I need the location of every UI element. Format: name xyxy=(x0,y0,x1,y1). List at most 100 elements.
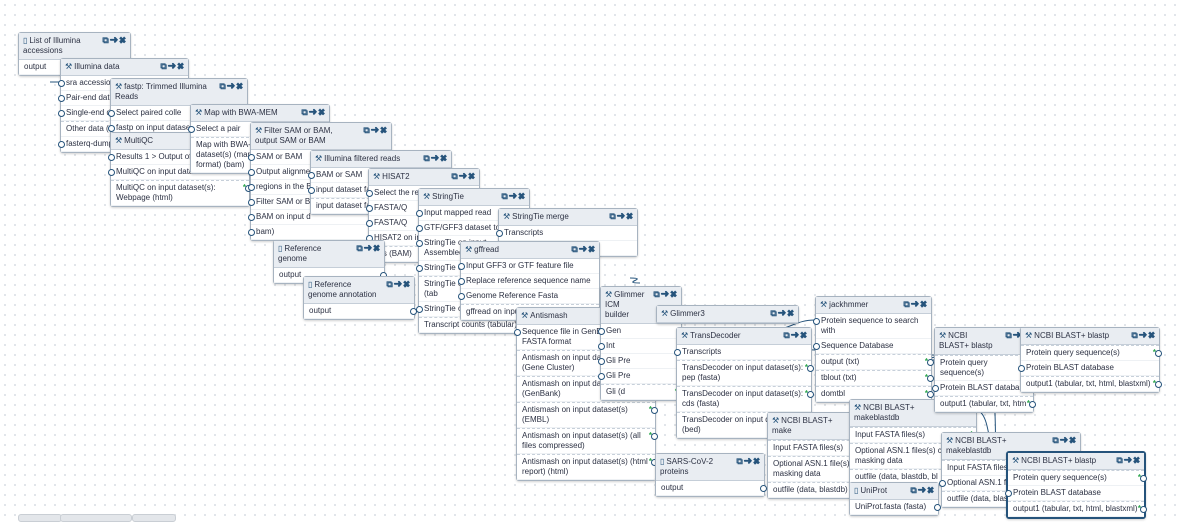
node-header[interactable]: ▯Reference genome annotation⧉➜✖ xyxy=(304,277,414,304)
copy-icon[interactable]: ⧉ xyxy=(783,330,791,340)
node-header[interactable]: ⚒Glimmer3⧉➜✖ xyxy=(657,306,798,323)
close-icon[interactable]: ✖ xyxy=(119,35,127,45)
copy-icon[interactable]: ⧉ xyxy=(910,485,918,495)
arrow-right-icon[interactable]: ➜ xyxy=(226,81,237,91)
input-connector[interactable] xyxy=(813,343,820,350)
output-connector[interactable] xyxy=(651,433,658,440)
node-header[interactable]: ⚒StringTie⧉➜✖ xyxy=(419,189,529,206)
copy-icon[interactable]: ⧉ xyxy=(1116,455,1124,465)
input-connector[interactable] xyxy=(598,343,605,350)
node-header[interactable]: ⚒Filter SAM or BAM, output SAM or BAM⧉➜✖ xyxy=(251,123,391,150)
copy-icon[interactable]: ⧉ xyxy=(160,61,168,71)
asterisk-icon[interactable]: * xyxy=(805,389,808,399)
input-connector[interactable] xyxy=(308,172,315,179)
asterisk-icon[interactable]: * xyxy=(925,373,928,383)
node-header[interactable]: ⚒NCBI BLAST+ blastp⧉➜✖ xyxy=(935,328,1033,355)
input-terminal-row[interactable]: Replace reference sequence name xyxy=(458,274,599,289)
input-connector[interactable] xyxy=(416,210,423,217)
arrow-right-icon[interactable]: ➜ xyxy=(616,211,627,221)
input-connector[interactable] xyxy=(932,385,939,392)
input-connector[interactable] xyxy=(598,328,605,335)
input-terminal-row[interactable]: output xyxy=(304,304,417,319)
node-blastp2[interactable]: ⚒NCBI BLAST+ blastp⧉➜✖Protein query sequ… xyxy=(1018,327,1162,393)
input-terminal-row[interactable]: MultiQC on input data xyxy=(108,165,249,180)
node-header[interactable]: ⚒Illumina data⧉➜✖ xyxy=(61,59,188,76)
input-terminal-row[interactable]: Protein BLAST database xyxy=(1005,486,1144,501)
arrow-right-icon[interactable]: ➜ xyxy=(1138,330,1149,340)
input-connector[interactable] xyxy=(416,306,423,313)
input-terminal-row[interactable]: Gen xyxy=(598,324,681,339)
arrow-right-icon[interactable]: ➜ xyxy=(1123,455,1134,465)
close-icon[interactable]: ✖ xyxy=(753,456,761,466)
output-connector[interactable] xyxy=(934,504,941,511)
output-terminal-row[interactable]: output1 (tabular, txt, html, blastxml)* xyxy=(1021,376,1162,392)
scrollbar-thumb[interactable] xyxy=(132,514,176,522)
node-header[interactable]: ⚒HISAT2⧉➜✖ xyxy=(369,169,479,186)
input-connector[interactable] xyxy=(108,110,115,117)
input-terminal-row[interactable]: Select paired colle xyxy=(108,106,247,121)
close-icon[interactable]: ✖ xyxy=(468,171,476,181)
output-terminal-row[interactable]: TransDecoder on input dataset(s): pep (f… xyxy=(677,360,814,386)
arrow-right-icon[interactable]: ➜ xyxy=(743,456,754,466)
node-header[interactable]: ▯List of Illumina accessions⧉➜✖ xyxy=(19,33,130,60)
node-header[interactable]: ⚒fastp: Trimmed Illumina Reads⧉➜✖ xyxy=(111,79,247,106)
node-blastp3[interactable]: ⚒NCBI BLAST+ blastp⧉➜✖Protein query sequ… xyxy=(1005,451,1147,519)
output-connector[interactable] xyxy=(651,407,658,414)
copy-icon[interactable]: ⧉ xyxy=(770,308,778,318)
output-connector[interactable] xyxy=(760,485,767,492)
copy-icon[interactable]: ⧉ xyxy=(386,279,394,289)
input-connector[interactable] xyxy=(598,358,605,365)
input-connector[interactable] xyxy=(58,95,65,102)
copy-icon[interactable]: ⧉ xyxy=(571,244,579,254)
input-connector[interactable] xyxy=(458,293,465,300)
input-connector[interactable] xyxy=(248,184,255,191)
asterisk-icon[interactable]: * xyxy=(805,363,808,373)
node-jackhmmer[interactable]: ⚒jackhmmer⧉➜✖Protein sequence to search … xyxy=(813,296,934,403)
output-terminal-row[interactable]: Antismash on input dataset(s) (all files… xyxy=(517,428,658,454)
output-terminal-row[interactable]: TransDecoder on input dataset(s): cds (f… xyxy=(677,386,814,412)
input-connector[interactable] xyxy=(248,169,255,176)
input-connector[interactable] xyxy=(108,169,115,176)
asterisk-icon[interactable]: * xyxy=(1138,504,1141,514)
node-header[interactable]: ▯SARS-CoV-2 proteins⧉➜✖ xyxy=(656,454,764,481)
asterisk-icon[interactable]: * xyxy=(1153,348,1156,358)
output-connector[interactable] xyxy=(927,375,934,382)
asterisk-icon[interactable]: * xyxy=(649,457,652,467)
close-icon[interactable]: ✖ xyxy=(920,299,928,309)
close-icon[interactable]: ✖ xyxy=(380,125,388,135)
input-connector[interactable] xyxy=(58,80,65,87)
input-terminal-row[interactable]: Input mapped read xyxy=(416,206,529,221)
node-sarscov2[interactable]: ▯SARS-CoV-2 proteins⧉➜✖output xyxy=(655,453,767,497)
node-uniprot[interactable]: ▯UniProt⧉➜✖UniProt.fasta (fasta) xyxy=(849,482,941,516)
output-connector[interactable] xyxy=(927,359,934,366)
input-terminal-row[interactable]: Sequence Database xyxy=(813,339,931,354)
input-terminal-row[interactable]: Transcripts xyxy=(496,226,637,241)
input-connector[interactable] xyxy=(1018,365,1025,372)
close-icon[interactable]: ✖ xyxy=(787,308,795,318)
input-terminal-row[interactable]: Sequence file in GenBank,EMBL or FASTA f… xyxy=(514,325,655,350)
arrow-right-icon[interactable]: ➜ xyxy=(660,289,671,299)
copy-icon[interactable]: ⧉ xyxy=(219,81,227,91)
close-icon[interactable]: ✖ xyxy=(318,107,326,117)
arrow-right-icon[interactable]: ➜ xyxy=(458,171,469,181)
node-header[interactable]: ⚒jackhmmer⧉➜✖ xyxy=(816,297,931,314)
node-header[interactable]: ⚒StringTie merge⧉➜✖ xyxy=(499,209,637,226)
arrow-right-icon[interactable]: ➜ xyxy=(363,243,374,253)
copy-icon[interactable]: ⧉ xyxy=(1052,435,1060,445)
close-icon[interactable]: ✖ xyxy=(177,61,185,71)
input-connector[interactable] xyxy=(416,240,423,247)
output-terminal-row[interactable]: Gli (d* xyxy=(601,384,684,400)
asterisk-icon[interactable]: * xyxy=(649,431,652,441)
node-header[interactable]: ⚒NCBI BLAST+ blastp⧉➜✖ xyxy=(1021,328,1159,345)
arrow-right-icon[interactable]: ➜ xyxy=(109,35,120,45)
node-blastp1[interactable]: ⚒NCBI BLAST+ blastp⧉➜✖Protein query sequ… xyxy=(932,327,1036,413)
input-terminal-row[interactable]: GTF/GFF3 dataset to xyxy=(416,221,529,236)
copy-icon[interactable]: ⧉ xyxy=(1005,330,1013,340)
output-terminal-row[interactable]: output (txt)* xyxy=(816,354,934,370)
output-connector[interactable] xyxy=(1155,381,1162,388)
copy-icon[interactable]: ⧉ xyxy=(102,35,110,45)
arrow-right-icon[interactable]: ➜ xyxy=(790,330,801,340)
node-header[interactable]: ⚒Illumina filtered reads⧉➜✖ xyxy=(311,151,451,168)
input-terminal-row[interactable]: output xyxy=(656,481,767,496)
output-terminal-row[interactable]: Protein query sequence(s)* xyxy=(1008,470,1147,486)
